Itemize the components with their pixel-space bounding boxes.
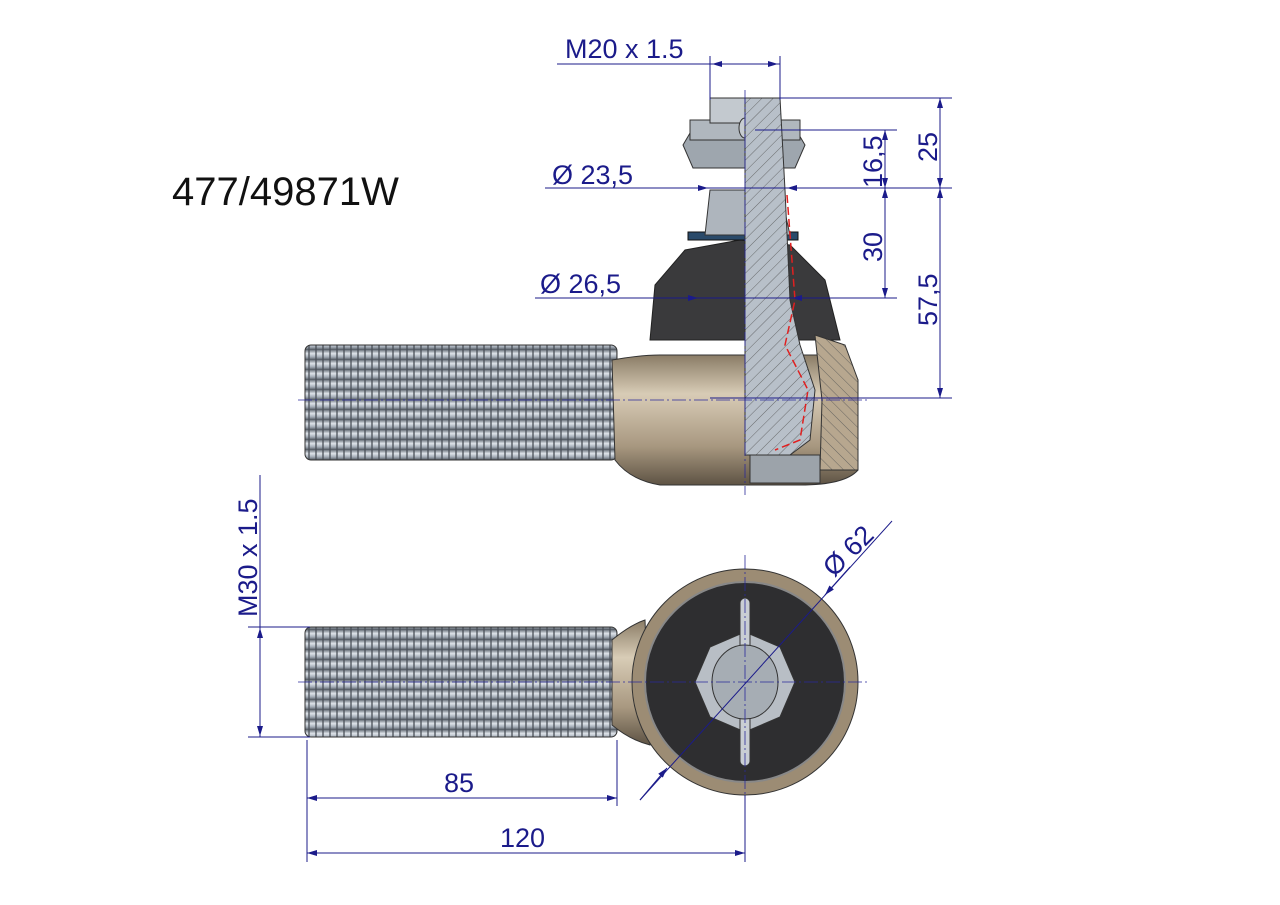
dim-nut-height: 16,5 (858, 135, 888, 188)
side-view (298, 90, 870, 495)
dim-boot-height: 30 (858, 232, 888, 262)
dim-eye-diameter: Ø 62 (817, 520, 880, 583)
dim-stud-thread: M20 x 1.5 (565, 34, 684, 64)
housing-section (814, 334, 859, 471)
section-line-red (774, 194, 809, 451)
dim-thread-length: 85 (444, 768, 474, 798)
dim-stud-diameter-boot: Ø 26,5 (540, 269, 621, 299)
dim-overall-length: 120 (500, 823, 545, 853)
dim-stud-diameter-top: Ø 23,5 (552, 160, 633, 190)
dim-stud-to-center: 57,5 (913, 273, 943, 326)
bottom-cap (749, 454, 821, 484)
dim-shank-thread: M30 x 1.5 (233, 498, 263, 617)
part-number: 477/49871W (172, 170, 399, 214)
top-view (298, 555, 870, 805)
threaded-shank-side (304, 344, 618, 461)
dim-stud-length: 25 (913, 132, 943, 162)
